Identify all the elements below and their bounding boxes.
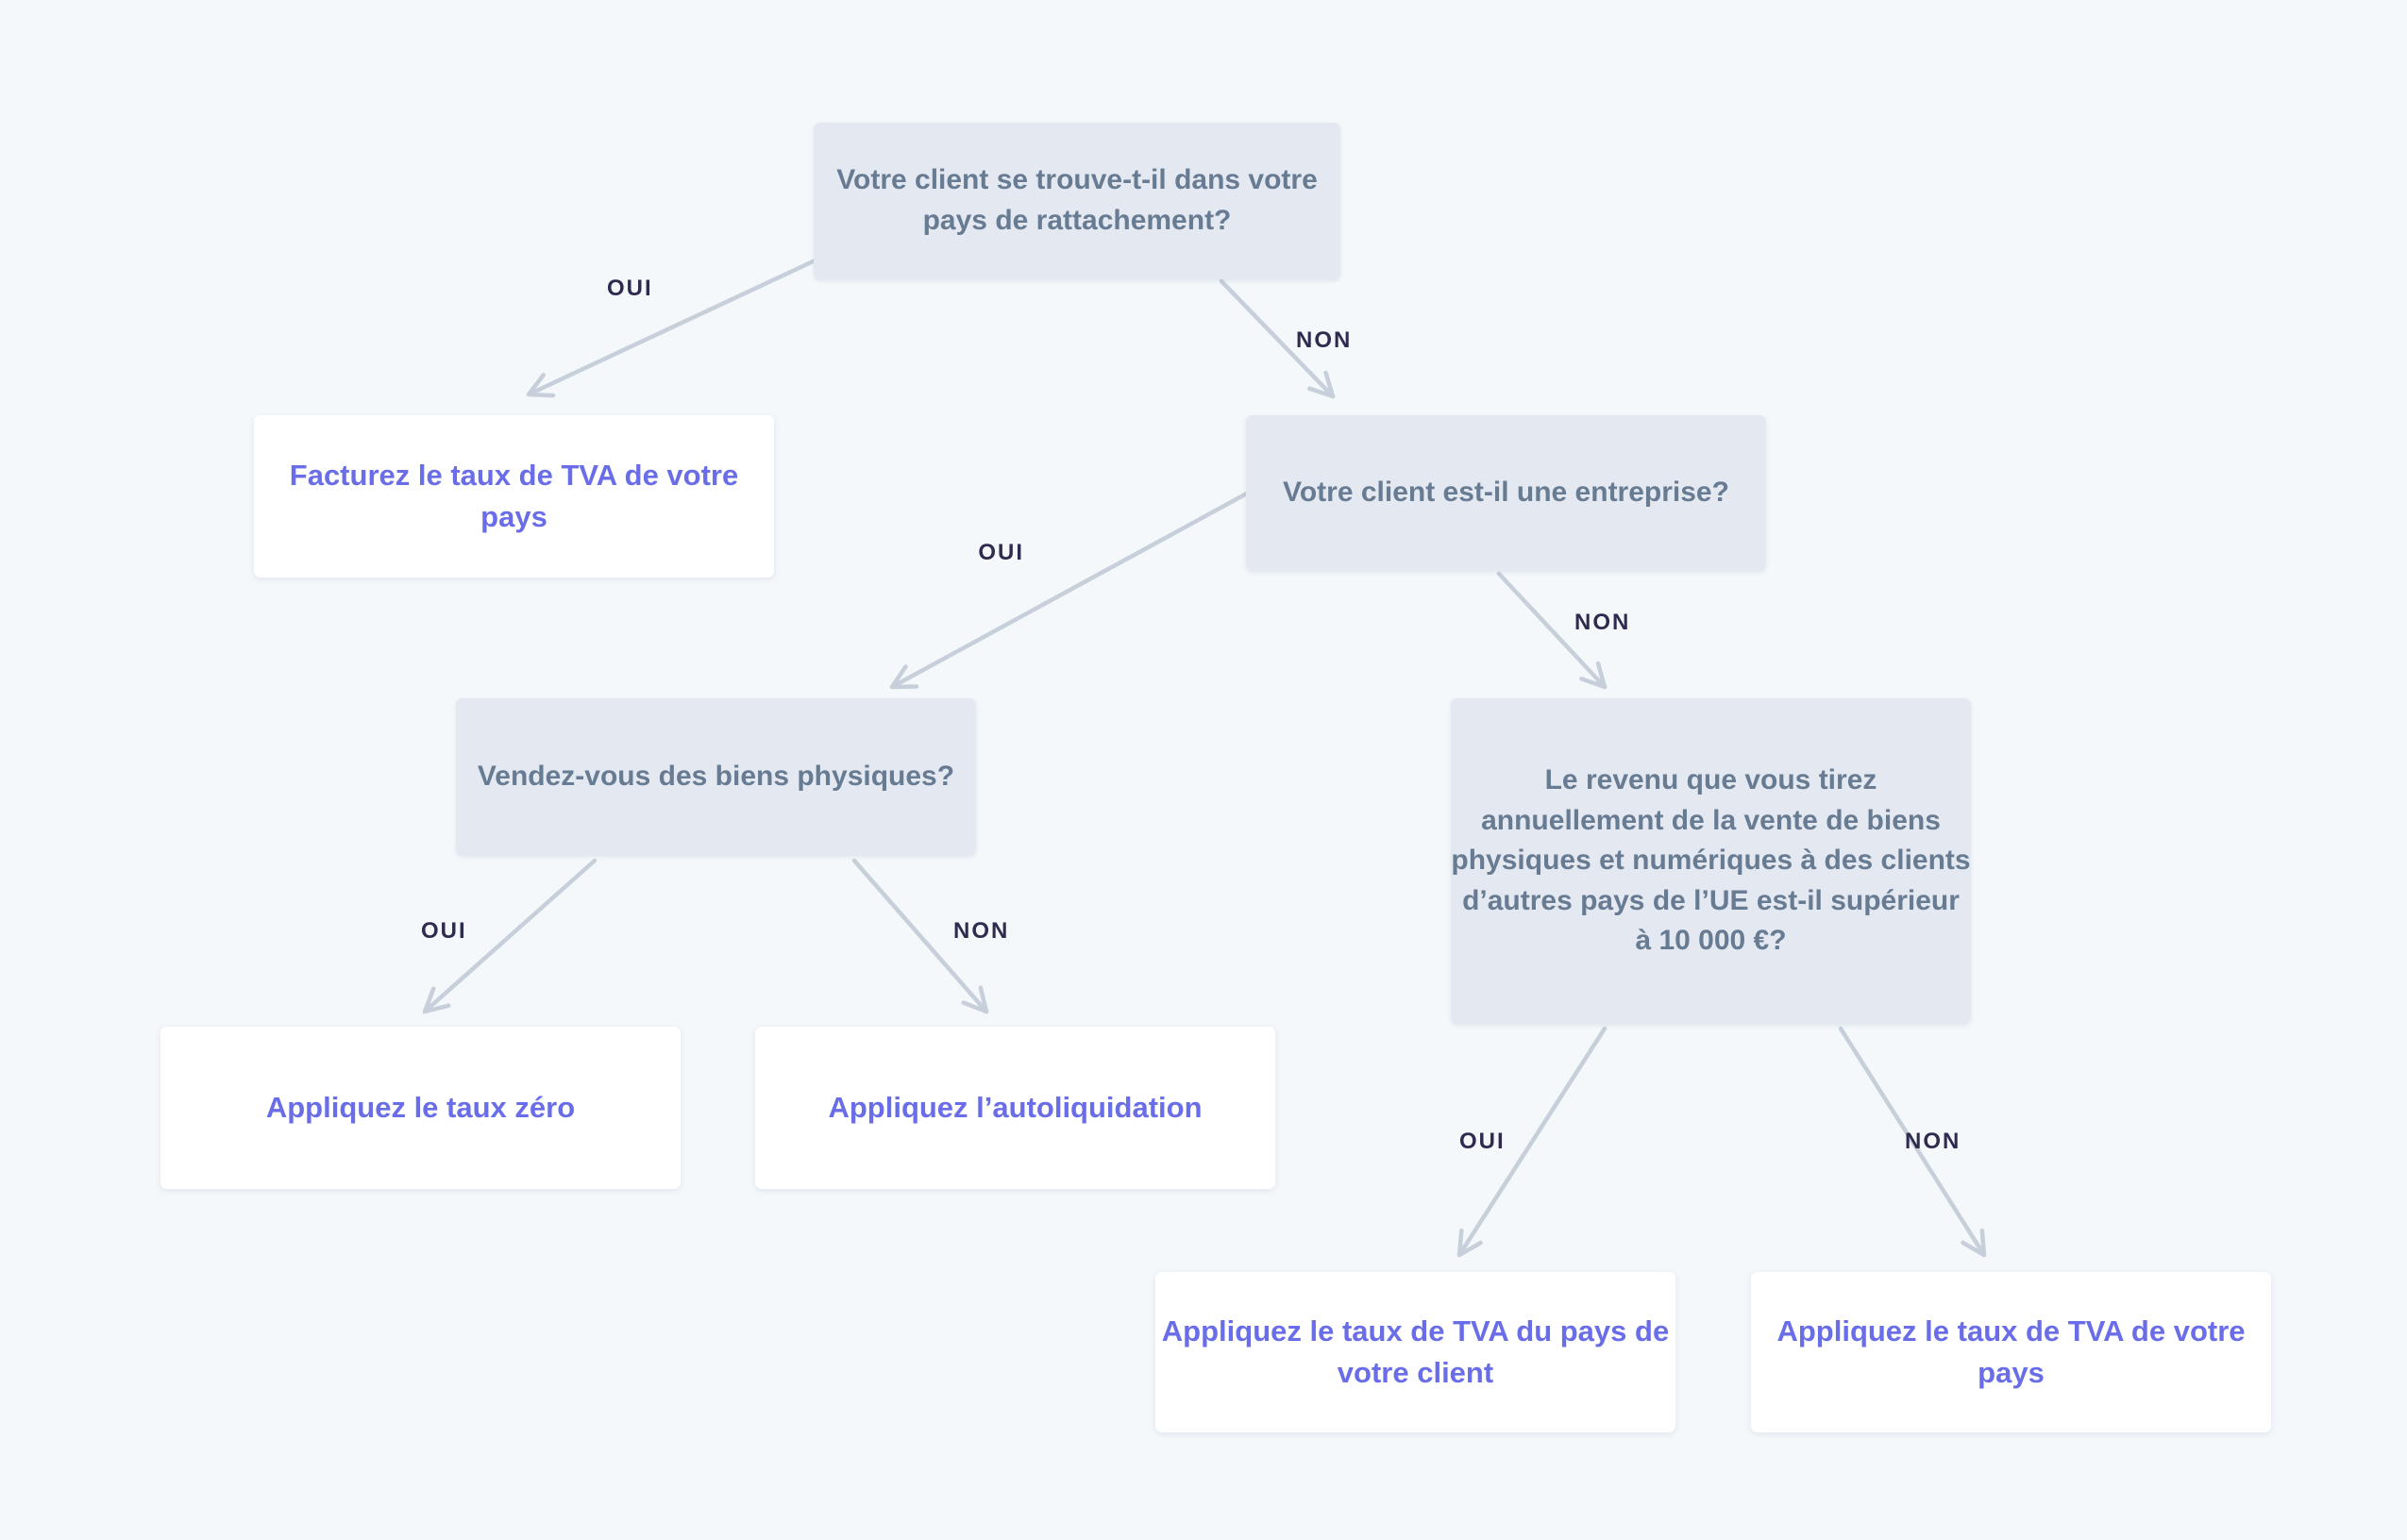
edge-q-client-entreprise-to-q-vendez-biens-physiques — [889, 486, 1258, 690]
edge-label-non-q-vendez-biens-physiques: NON — [953, 918, 1010, 944]
node-a-taux-zero[interactable]: Appliquez le taux zéro — [160, 1027, 681, 1189]
edge-label-oui-q-client-entreprise: OUI — [978, 540, 1024, 565]
edge-label-oui-q-vendez-biens-physiques: OUI — [421, 918, 467, 944]
edge-label-oui-q-revenu-10000-euros: OUI — [1459, 1129, 1506, 1154]
node-q-revenu-10000-euros[interactable]: Le revenu que vous tirez annuellement de… — [1451, 698, 1971, 1024]
node-a-taux-tva-votre-pays-2[interactable]: Appliquez le taux de TVA de votre pays — [1751, 1272, 2271, 1432]
node-q-client-entreprise[interactable]: Votre client est-il une entreprise? — [1246, 415, 1766, 571]
node-label: Facturez le taux de TVA de votre pays — [289, 458, 739, 533]
node-a-facturez-taux-tva-votre-pays[interactable]: Facturez le taux de TVA de votre pays — [254, 415, 774, 578]
node-label: Votre client est-il une entreprise? — [1283, 477, 1729, 509]
node-label: Vendez-vous des biens physiques? — [477, 760, 955, 792]
node-label: Appliquez le taux zéro — [265, 1090, 576, 1124]
node-label: Appliquez le taux de TVA du pays de votr… — [1161, 1314, 1670, 1389]
edge-q-client-pays-rattachement-to-a-facturez-taux-tva-votre-pays — [526, 254, 826, 398]
node-label: Votre client se trouve-t-il dans votre p… — [836, 164, 1318, 236]
node-a-taux-tva-pays-client[interactable]: Appliquez le taux de TVA du pays de votr… — [1155, 1272, 1675, 1432]
node-q-client-pays-rattachement[interactable]: Votre client se trouve-t-il dans votre p… — [814, 123, 1340, 279]
edge-label-oui-q-client-pays-rattachement: OUI — [607, 276, 653, 301]
node-a-autoliquidation[interactable]: Appliquez l’autoliquidation — [755, 1027, 1275, 1189]
edge-label-non-q-revenu-10000-euros: NON — [1905, 1129, 1961, 1154]
node-label: Appliquez le taux de TVA de votre pays — [1776, 1314, 2246, 1389]
node-label: Appliquez l’autoliquidation — [828, 1090, 1203, 1124]
node-q-vendez-biens-physiques[interactable]: Vendez-vous des biens physiques? — [456, 698, 976, 855]
node-label: Le revenu que vous tirez annuellement de… — [1451, 764, 1971, 957]
edge-label-non-q-client-entreprise: NON — [1574, 610, 1631, 635]
edge-label-non-q-client-pays-rattachement: NON — [1296, 327, 1353, 353]
